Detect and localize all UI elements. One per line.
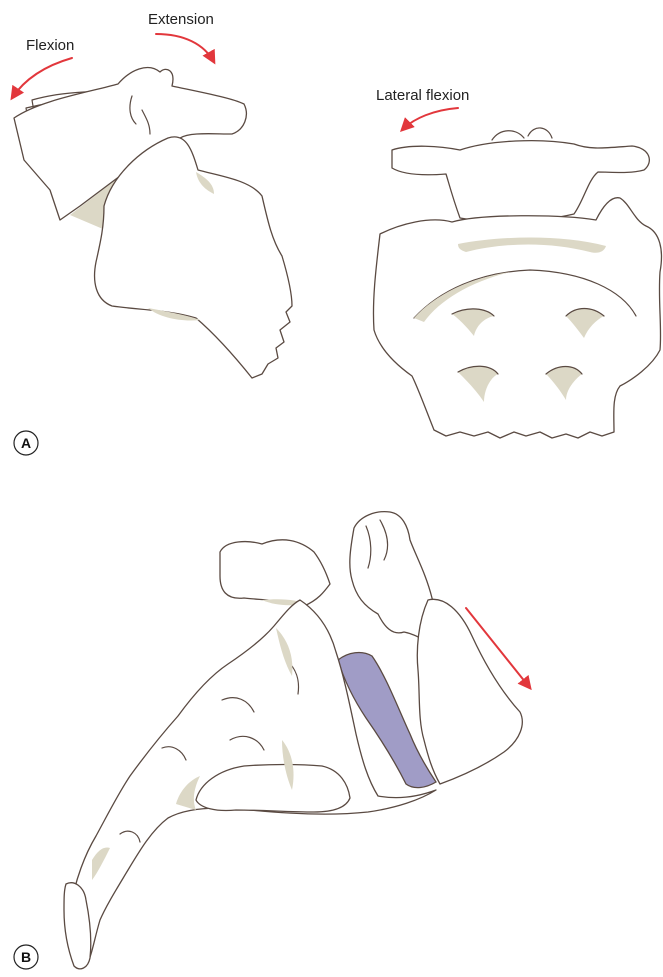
posterior-l5-spinous <box>492 128 552 140</box>
panel-a-lateral-vertebra <box>14 68 292 378</box>
lateral-vertebral-body <box>95 137 292 378</box>
panel-a-posterior-sacrum <box>373 128 661 438</box>
lateral-flexion-arrow <box>402 108 458 130</box>
panel-b-l5-process <box>220 540 330 606</box>
extension-label: Extension <box>148 11 214 28</box>
flexion-label: Flexion <box>26 37 74 54</box>
panel-b-marker: B <box>14 945 38 969</box>
panel-a-marker: A <box>14 431 38 455</box>
panel-b-letter: B <box>21 949 31 965</box>
flexion-arrow <box>12 58 72 98</box>
extension-arrow <box>156 34 214 62</box>
panel-a-letter: A <box>21 435 31 451</box>
lateral-flexion-label: Lateral flexion <box>376 87 469 104</box>
panel-b-posterior-pillar <box>417 599 522 784</box>
panel-b-sacrum-lateral <box>64 512 522 969</box>
